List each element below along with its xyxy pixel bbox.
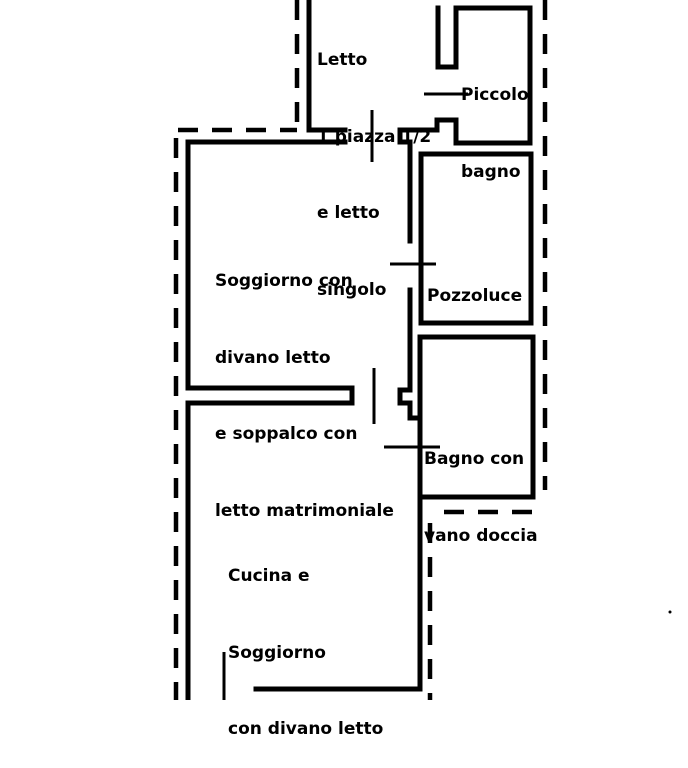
label-line: letto matrimoniale xyxy=(215,500,394,521)
label-line: Letto xyxy=(317,50,368,70)
exterior-dashed-walls xyxy=(173,0,548,700)
label-shower-bath: Bagno con vano doccia xyxy=(424,396,538,575)
label-line: Soggiorno con xyxy=(215,271,353,291)
label-line: Pozzoluce xyxy=(427,286,523,306)
label-line: divano letto xyxy=(215,347,331,368)
label-line: vano doccia xyxy=(424,525,538,546)
label-line: 1 piazza 1/2 xyxy=(317,126,432,147)
walls xyxy=(185,0,536,700)
label-line: singolo xyxy=(317,279,387,300)
door-marks xyxy=(222,92,468,700)
label-line: Bagno con xyxy=(424,449,525,469)
label-living-upper: Soggiorno con divano letto e soppalco co… xyxy=(215,218,394,550)
floor-plan xyxy=(173,0,672,700)
label-lightwell: Pozzoluce xyxy=(427,233,522,335)
dot-mark xyxy=(668,610,672,614)
label-line: bagno xyxy=(461,161,521,182)
label-line: e letto xyxy=(317,203,380,223)
label-bedroom: Letto 1 piazza 1/2 e letto singolo xyxy=(317,0,431,329)
label-line: Piccolo xyxy=(461,85,529,105)
label-line: Cucina e xyxy=(228,566,310,586)
label-line: Soggiorno xyxy=(228,642,326,663)
label-line: con divano letto xyxy=(228,719,384,739)
label-small-bath: Piccolo bagno xyxy=(461,32,529,211)
label-kitchen: Cucina e Soggiorno con divano letto xyxy=(228,513,383,768)
label-line: e soppalco con xyxy=(215,424,358,444)
